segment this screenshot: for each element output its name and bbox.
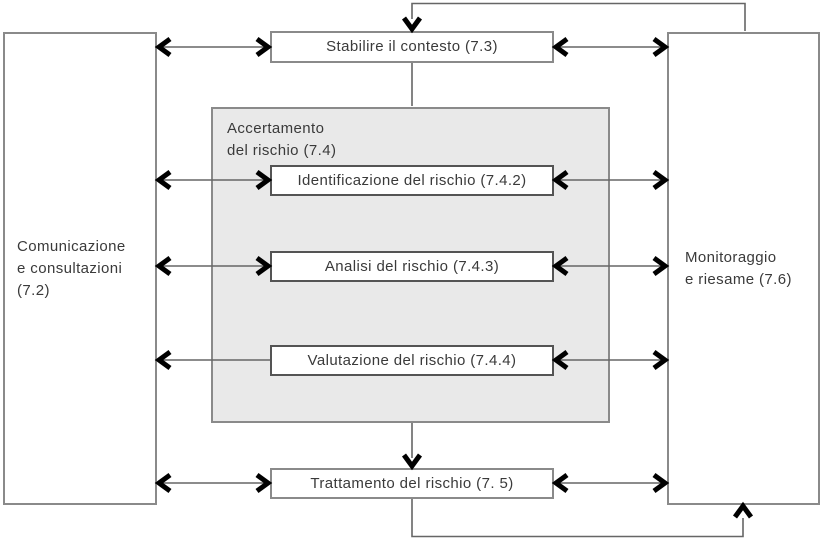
arrowhead-right-icon [652,169,670,191]
arrow-communication-treatment [154,472,273,494]
risk-identification-box-label: Identificazione del rischio (7.4.2) [297,171,527,189]
arrowhead-down-icon [401,16,423,34]
monitoring-box-label: Monitoraggio e riesame (7.6) [685,248,792,288]
risk-analysis-box-label: Analisi del rischio (7.4.3) [324,257,500,275]
arrow-treatment-monitoring [551,472,670,494]
arrowhead-right-icon [255,472,273,494]
arrowhead-left-icon [154,255,172,277]
risk-treatment-box: Trattamento del rischio (7. 5) [270,468,554,499]
risk-evaluation-box-label: Valutazione del rischio (7.4.4) [307,351,517,369]
arrowhead-right-icon [652,472,670,494]
arrowhead-left-icon [154,169,172,191]
arrowhead-left-icon [551,36,569,58]
arrow-communication-context [154,36,273,58]
arrowhead-right-icon [652,36,670,58]
arrowhead-left-icon [154,36,172,58]
arrowhead-left-icon [154,472,172,494]
risk-identification-box: Identificazione del rischio (7.4.2) [270,165,554,196]
risk-treatment-box-label: Trattamento del rischio (7. 5) [310,474,514,492]
establish-context-box: Stabilire il contesto (7.3) [270,31,554,63]
arrowhead-up-icon [732,501,754,519]
arrow-assessment-treatment [401,423,423,471]
communication-box: Comunicazione e consultazioni (7.2) [3,32,157,505]
arrowhead-right-icon [652,255,670,277]
arrowhead-right-icon [255,36,273,58]
arrow-context-monitoring [551,36,670,58]
communication-box-label: Comunicazione e consultazioni (7.2) [17,237,126,299]
loop-monitoring-context [401,2,746,34]
monitoring-box: Monitoraggio e riesame (7.6) [667,32,820,505]
establish-context-box-label: Stabilire il contesto (7.3) [326,38,498,55]
arrowhead-left-icon [551,472,569,494]
arrowhead-down-icon [401,453,423,471]
arrowhead-right-icon [652,349,670,371]
arrowhead-left-icon [154,349,172,371]
risk-assessment-group-label: Accertamento del rischio (7.4) [227,120,337,159]
risk-evaluation-box: Valutazione del rischio (7.4.4) [270,345,554,376]
risk-analysis-box: Analisi del rischio (7.4.3) [270,251,554,282]
